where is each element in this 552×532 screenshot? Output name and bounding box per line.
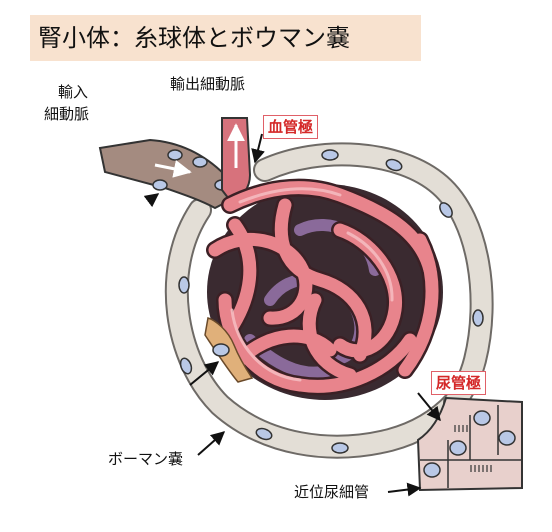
mesangium-arrow [189,361,220,386]
glomerulus [204,178,443,400]
title-background [30,15,421,61]
urinary-pole-arrow [417,392,441,422]
afferent-label-line1: 輸入 [58,83,89,101]
proximal-tubule-arrow [387,482,422,497]
efferent-label: 輸出細動脈 [170,75,246,93]
bowman-arrow [197,431,226,456]
urinary-pole-label: 尿管極 [431,371,487,395]
proximal-tubule-label: 近位尿細管 [294,483,370,501]
afferent-arrow [143,193,160,208]
capsule-nuclei [178,149,484,454]
pointer-arrows [143,133,441,497]
afferent-label-line2: 細動脈 [44,105,90,123]
bowman-label: ボーマン嚢 [108,450,184,468]
proximal-tubule [416,396,523,492]
page-title: 腎小体：糸球体とボウマン嚢 [38,24,350,52]
vascular-pole-arrow [251,133,265,164]
afferent-arteriole [98,138,242,210]
vascular-pole-label: 血管極 [263,115,319,139]
